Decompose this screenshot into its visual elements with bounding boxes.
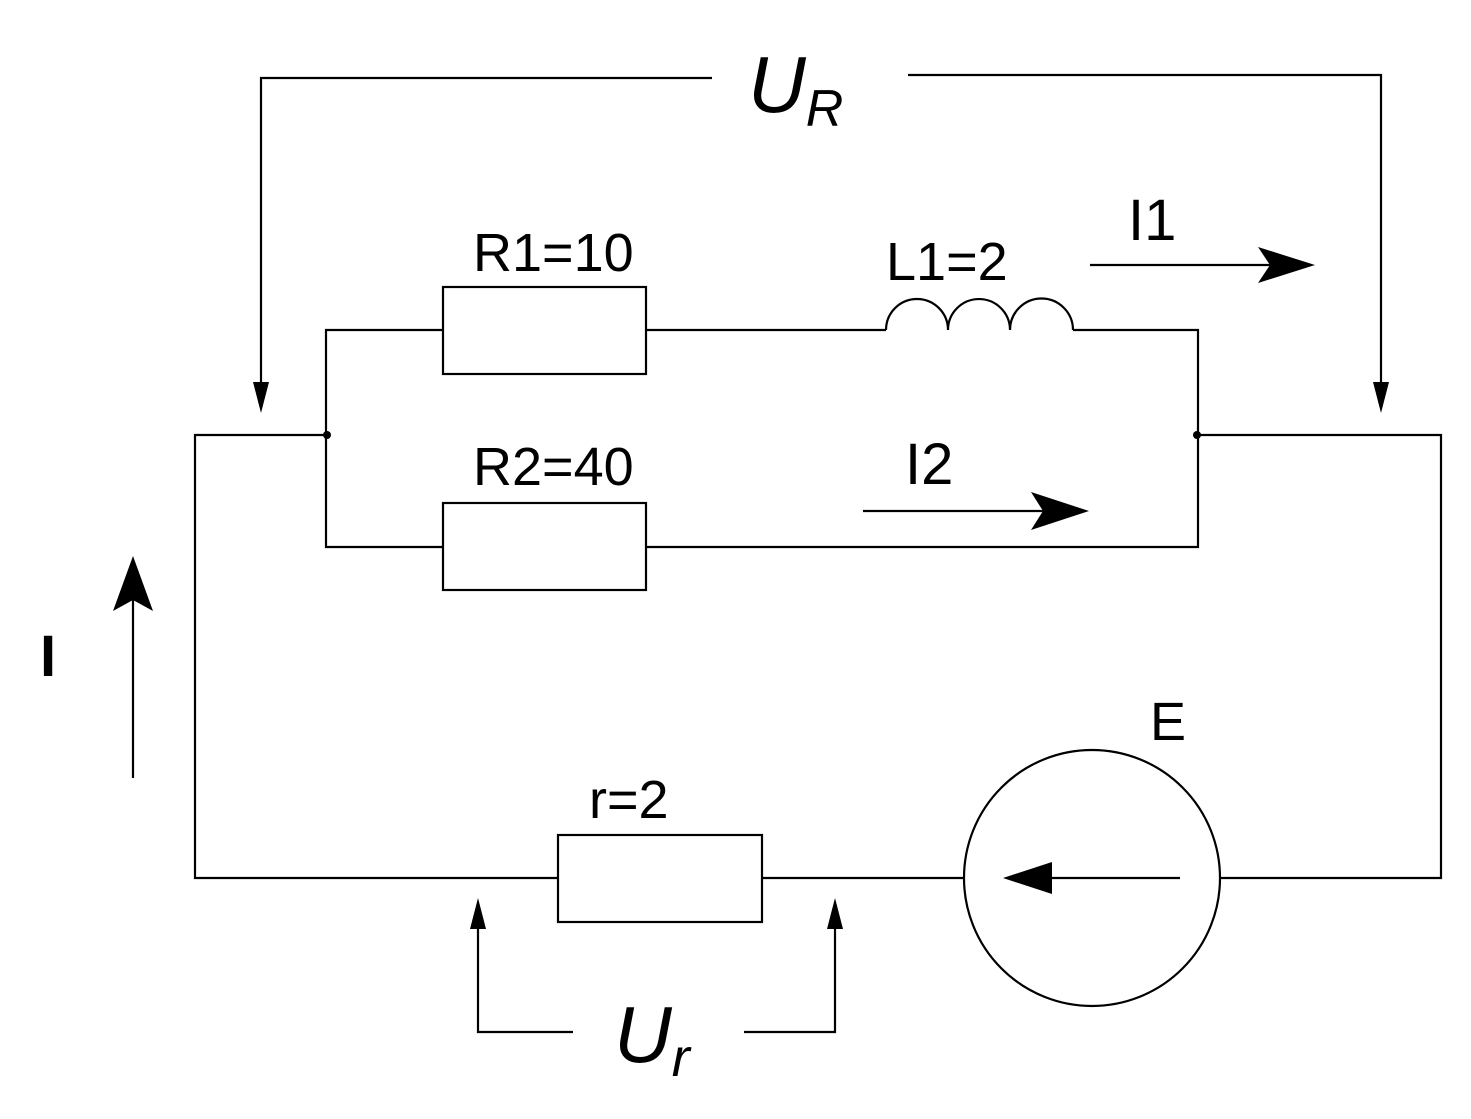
current-i2-label: I2 bbox=[905, 432, 953, 497]
voltage-ur-label: UR bbox=[748, 40, 843, 138]
voltage-ur-small-label: Ur bbox=[614, 990, 692, 1088]
voltage-ur-subscript: R bbox=[806, 80, 844, 138]
current-i-label: I bbox=[40, 624, 56, 689]
resistor-r1 bbox=[441, 285, 648, 376]
voltage-ur-small-subscript: r bbox=[672, 1028, 692, 1088]
resistor-r bbox=[556, 833, 764, 924]
inductor-l1 bbox=[884, 297, 1075, 331]
voltage-ur-small-bracket bbox=[470, 898, 843, 1034]
junction-right bbox=[1193, 431, 1201, 439]
branch-1-wires bbox=[324, 328, 1200, 435]
outer-loop-wires bbox=[193, 433, 1443, 880]
junction-left bbox=[323, 431, 331, 439]
current-i1-label: I1 bbox=[1128, 188, 1176, 253]
current-i-arrow-head-icon bbox=[113, 556, 153, 611]
voltage-ur-bracket bbox=[253, 73, 1389, 413]
resistor-r2-label: R2=40 bbox=[473, 437, 634, 497]
resistor-r1-label: R1=10 bbox=[473, 223, 634, 283]
current-i2-arrow-head-icon bbox=[1031, 492, 1089, 530]
inductor-l1-label: L1=2 bbox=[886, 232, 1008, 292]
resistor-r-label: r=2 bbox=[589, 770, 669, 830]
resistor-r2 bbox=[441, 501, 648, 592]
voltage-source-label: E bbox=[1150, 692, 1186, 752]
current-i1-arrow-head-icon bbox=[1258, 247, 1315, 283]
branch-2-wires bbox=[324, 435, 1200, 549]
source-arrow-head-icon bbox=[1003, 862, 1052, 894]
